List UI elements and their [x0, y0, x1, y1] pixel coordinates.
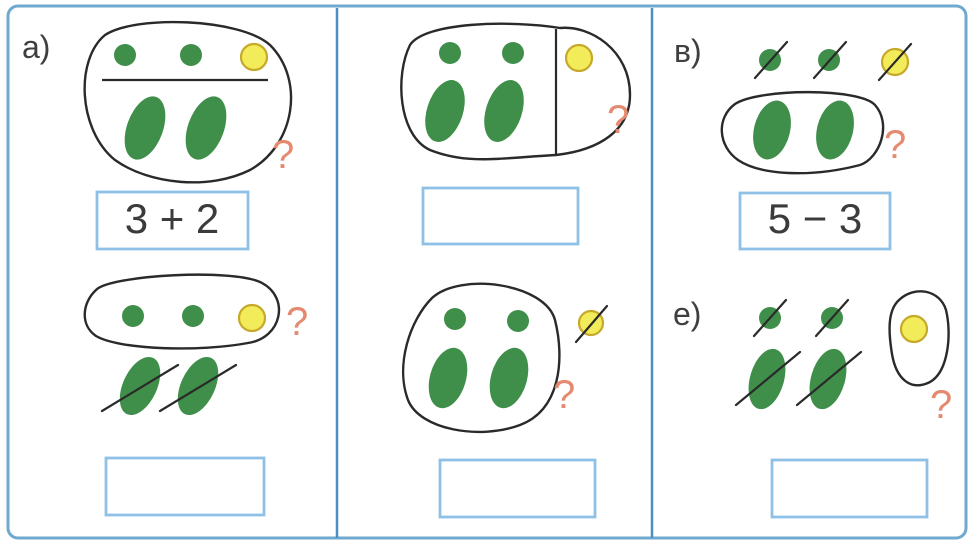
small-yellow-seed-3: [564, 43, 594, 73]
answer-text-v-top: 5 − 3: [768, 195, 863, 242]
cross-line-3: [574, 304, 609, 344]
small-yellow-seed-1: [239, 42, 269, 72]
cross-line-10: [795, 350, 863, 407]
large-green-seed-1: [124, 96, 166, 160]
cross-line-9: [734, 350, 802, 407]
label-e: е): [673, 296, 701, 332]
large-green-seed-2: [185, 96, 227, 160]
answer-box-a-bottom[interactable]: [104, 456, 266, 517]
label-a: а): [22, 29, 50, 65]
label-v: в): [674, 33, 702, 69]
cross-line-5: [812, 40, 848, 80]
cross-line-6: [877, 42, 913, 82]
outer-frame: [6, 4, 968, 540]
small-green-seed-3: [122, 305, 144, 327]
question-mark-a-top: ?: [272, 133, 294, 177]
group-outline-b-top: [400, 22, 632, 161]
cross-line-8: [814, 298, 850, 338]
large-green-seed-4: [177, 357, 219, 415]
question-mark-b-top: ?: [607, 98, 629, 142]
question-mark-b-bottom: ?: [553, 373, 575, 417]
small-green-seed-6: [502, 42, 524, 64]
large-green-seed-5: [425, 80, 465, 142]
small-green-seed-8: [507, 310, 529, 332]
small-yellow-seed-6: [899, 314, 929, 344]
group-outline-b-bottom: [401, 282, 561, 434]
group-outline-a-top: [83, 20, 293, 184]
group-outline-e-bottom: [888, 290, 950, 387]
cross-line-7: [752, 298, 788, 338]
answer-box-b-bottom[interactable]: [438, 458, 597, 519]
cross-line-1: [100, 363, 180, 413]
small-green-seed-4: [182, 305, 204, 327]
question-mark-v-top: ?: [884, 123, 906, 167]
large-green-seed-8: [489, 347, 529, 409]
small-green-seed-1: [114, 44, 136, 66]
large-green-seed-6: [484, 80, 524, 142]
answer-box-v-top[interactable]: [738, 191, 892, 251]
group-outline-v-top: [720, 90, 885, 175]
question-mark-e-bottom: ?: [930, 383, 952, 427]
small-yellow-seed-2: [237, 303, 267, 333]
large-green-seed-7: [428, 347, 468, 409]
answer-box-e-bottom[interactable]: [770, 458, 929, 519]
large-green-seed-3: [119, 357, 161, 415]
answer-box-a-top[interactable]: [95, 190, 250, 251]
answer-text-a-top: 3 + 2: [125, 195, 220, 242]
question-mark-a-bottom: ?: [286, 300, 308, 344]
answer-box-b-top[interactable]: [421, 186, 580, 246]
small-green-seed-2: [180, 44, 202, 66]
small-green-seed-5: [439, 42, 461, 64]
small-green-seed-7: [444, 308, 466, 330]
group-outline-a-bottom: [83, 273, 281, 350]
large-green-seed-10: [816, 100, 854, 160]
large-green-seed-9: [753, 100, 791, 160]
cross-line-4: [753, 40, 789, 80]
cross-line-2: [158, 363, 238, 413]
